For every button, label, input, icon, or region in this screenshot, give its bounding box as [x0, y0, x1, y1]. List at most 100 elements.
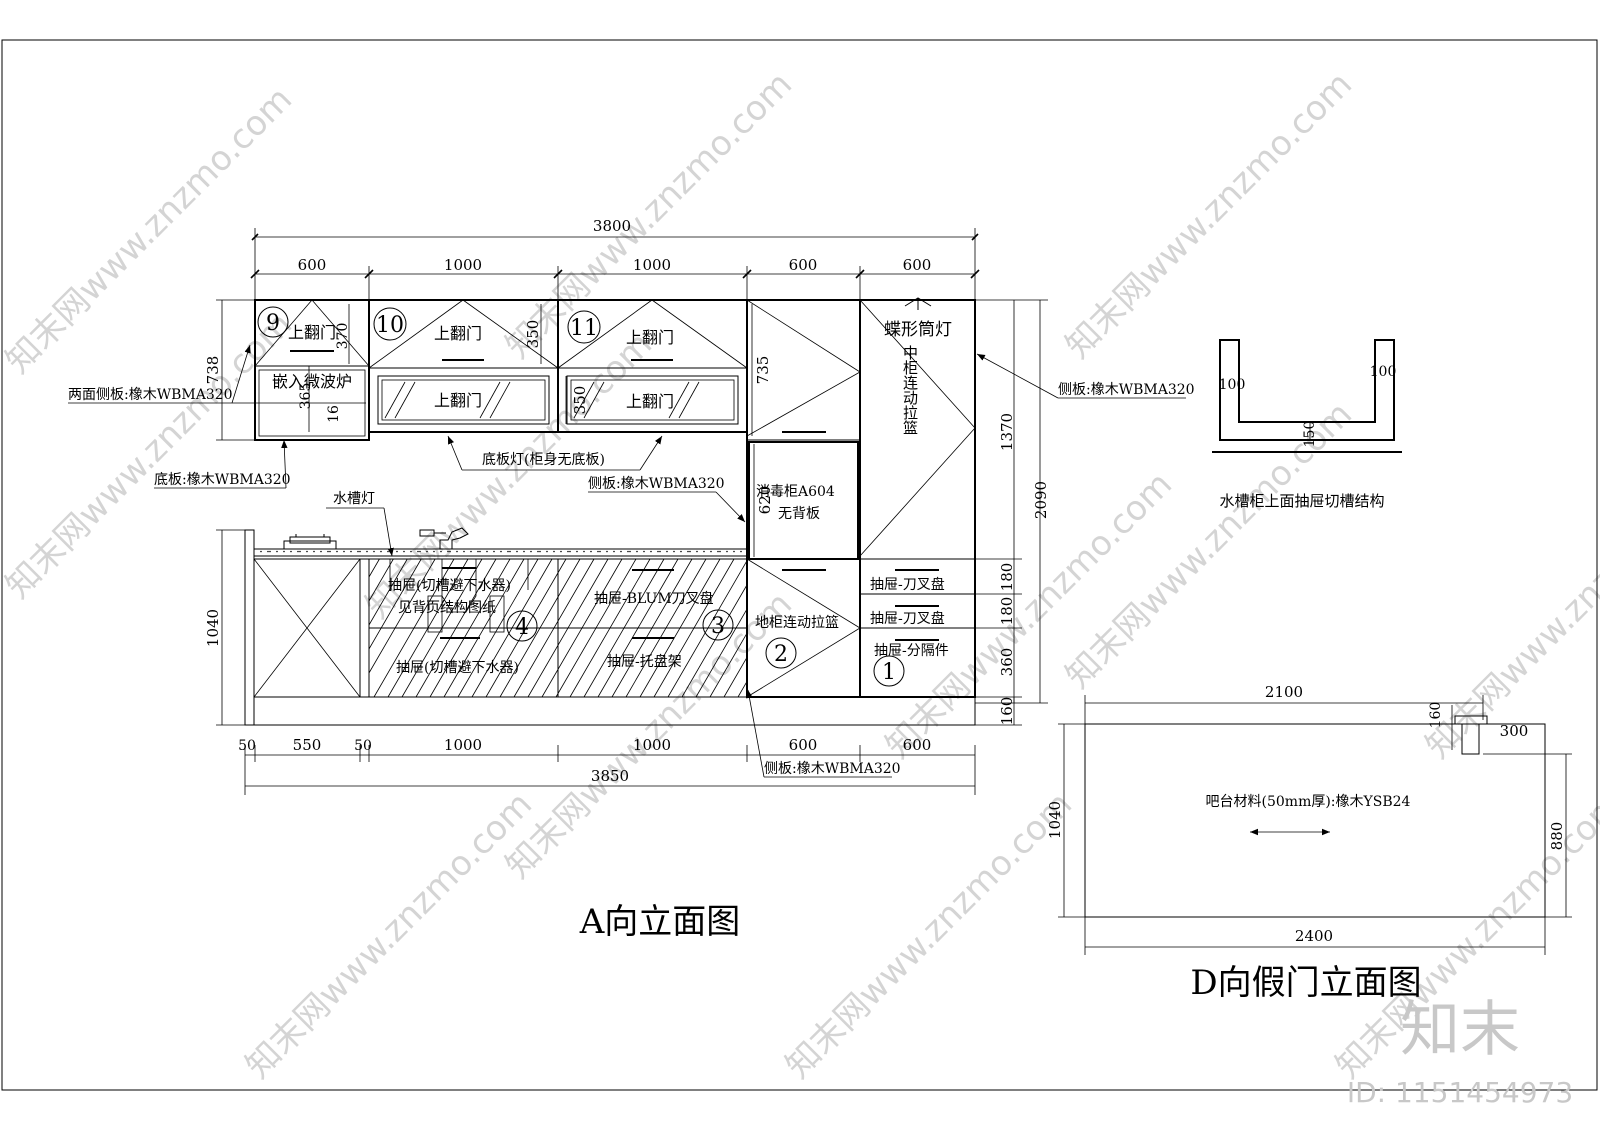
dim-top-section: 1000 [444, 256, 482, 274]
elevation-a-title: A向立面图 [579, 902, 741, 942]
callout-number: 2 [774, 642, 788, 667]
circle-marker [765, 637, 797, 669]
callout-number: 11 [570, 316, 598, 341]
elevation-a-bottom-dimensions: 50 550 50 1000 1000 600 600 3850 [238, 736, 976, 795]
dim-d: 2100 [1265, 683, 1303, 701]
dim-left: 738 [204, 356, 222, 385]
label-bottom-panel: 底板:橡木WBMA320 [154, 472, 291, 488]
label-flip-door: 上翻门 [434, 324, 482, 343]
circle-marker [873, 655, 905, 687]
callout-number: 3 [711, 614, 725, 639]
callout-number: 4 [515, 615, 529, 640]
label-side-panel-both: 两面侧板:橡木WBMA320 [68, 387, 233, 403]
glass-door-10 [377, 375, 550, 425]
label-side-panel: 侧板:橡木WBMA320 [588, 476, 725, 492]
elevation-a-callouts: 9 10 11 4 3 2 1 [257, 306, 905, 687]
dim-top-section: 1000 [633, 256, 671, 274]
dim-right: 360 [998, 648, 1016, 677]
inner-dim: 350 [524, 320, 542, 349]
dim-bottom-total: 3850 [591, 767, 629, 785]
sink-detail-dim: 100 [1219, 377, 1246, 393]
label-flip-door: 上翻门 [626, 392, 674, 411]
dim-bottom-section: 50 [354, 738, 372, 754]
inner-dim: 735 [754, 356, 772, 385]
countertop [253, 548, 748, 557]
dim-d: 300 [1500, 722, 1529, 740]
brand-watermark: 知末 [1400, 995, 1520, 1065]
elevation-d: 2100 160 300 1040 880 2400 吧台材料(50mm厚):橡… [1046, 683, 1572, 955]
dim-bottom-section: 1000 [633, 736, 671, 754]
label-drawer-divider: 抽屉-分隔件 [874, 643, 949, 659]
label-flip-door: 上翻门 [626, 328, 674, 347]
label-microwave: 嵌入微波炉 [272, 372, 352, 391]
dim-right: 180 [998, 597, 1016, 626]
label-flip-door: 上翻门 [434, 391, 482, 410]
bar-material: 吧台材料(50mm厚):橡木YSB24 [1206, 794, 1411, 810]
cooktop [283, 540, 337, 549]
countertop-texture [260, 550, 749, 553]
dim-top-total: 3800 [593, 217, 631, 235]
dim-d: 1040 [1046, 801, 1064, 839]
dim-bottom-section: 1000 [444, 736, 482, 754]
sink-detail-dim: 100 [1370, 364, 1397, 380]
circle-marker [257, 306, 289, 338]
inner-dim: 370 [335, 323, 351, 350]
label-drawer-blum: 抽屉-BLUM刀叉盘 [594, 590, 714, 607]
plinth [253, 696, 976, 726]
label-side-panel: 侧板:橡木WBMA320 [764, 761, 901, 777]
dim-top-section: 600 [903, 256, 932, 274]
dim-top-section: 600 [298, 256, 327, 274]
watermark-text: 知末网www.znzmo.com [1058, 64, 1360, 366]
label-drawer-tray: 抽屉-托盘架 [607, 653, 682, 670]
sink-detail-profile [1219, 339, 1395, 441]
watermark-text: 知末网www.znzmo.com [498, 64, 800, 366]
elevation-a-labels: 上翻门 嵌入微波炉 上翻门 上翻门 上翻门 上翻门 蝶形筒灯 中柜连动拉篮 消毒… [68, 320, 1195, 778]
inner-dim: 620 [756, 486, 774, 515]
elevation-a-top-dimensions: 3800 600 1000 1000 600 600 [250, 217, 980, 300]
callout-number: 1 [882, 660, 896, 685]
elevation-a-right-dimensions: 1370 2090 180 180 360 160 [975, 299, 1050, 726]
dim-bottom-section: 600 [903, 736, 932, 754]
inner-dim: 16 [326, 405, 342, 423]
dim-bottom-section: 600 [789, 736, 818, 754]
dim-d: 2400 [1295, 927, 1333, 945]
label-see-next: 见背页结构图纸 [398, 600, 496, 616]
dim-right: 160 [998, 697, 1016, 726]
dim-right: 1370 [998, 413, 1016, 451]
elevation-a-base-cabinets [244, 527, 976, 726]
sink-detail: 100 100 150 水槽柜上面抽屉切槽结构 [1212, 339, 1402, 510]
inner-dim: 350 [571, 386, 589, 415]
label-mid-cabinet: 中柜连动拉篮 [901, 345, 919, 435]
label-disinfection: 消毒柜A604 [756, 484, 835, 500]
label-drawer-fork: 抽屉-刀叉盘 [870, 610, 945, 627]
sink-detail-caption: 水槽柜上面抽屉切槽结构 [1219, 492, 1384, 510]
callout-number: 9 [266, 311, 280, 336]
glass-door-11 [566, 375, 739, 425]
label-no-back: 无背板 [778, 506, 820, 522]
watermark-text: 知末网www.znzmo.com [778, 784, 1080, 1086]
drawing-frame [1, 39, 1598, 1091]
id-watermark: ID: 1151454973 [1347, 1076, 1573, 1109]
dim-d: 880 [1548, 822, 1566, 851]
watermark-layer: 知末网www.znzmo.com 知末网www.znzmo.com 知末网www… [0, 64, 1600, 1086]
circle-marker [567, 310, 601, 344]
label-bottom-light: 底板灯(柜身无底板) [482, 452, 605, 468]
dim-bottom-section: 50 [238, 738, 256, 754]
circle-marker [506, 610, 538, 642]
sink-detail-dim: 150 [1302, 421, 1318, 448]
elevation-a-left-dimensions: 738 1040 [204, 299, 255, 726]
label-drawer-sink: 抽屉(切槽避下水器) [388, 578, 511, 594]
dim-right: 2090 [1032, 481, 1050, 519]
callout-number: 10 [376, 313, 404, 338]
label-sink-light: 水槽灯 [333, 491, 375, 507]
label-butterfly-light: 蝶形筒灯 [884, 320, 952, 340]
elevation-a-inner-dimensions: 370 350 735 350 620 365 16 [298, 304, 774, 557]
label-side-panel: 侧板:橡木WBMA320 [1058, 382, 1195, 398]
label-flip-door: 上翻门 [288, 323, 336, 342]
bar-top-panel [1084, 723, 1546, 918]
dim-top-section: 600 [789, 256, 818, 274]
label-base-basket: 地柜连动拉篮 [755, 615, 839, 631]
watermark-text: 知末网www.znzmo.com [238, 784, 540, 1086]
dim-left: 1040 [204, 609, 222, 647]
